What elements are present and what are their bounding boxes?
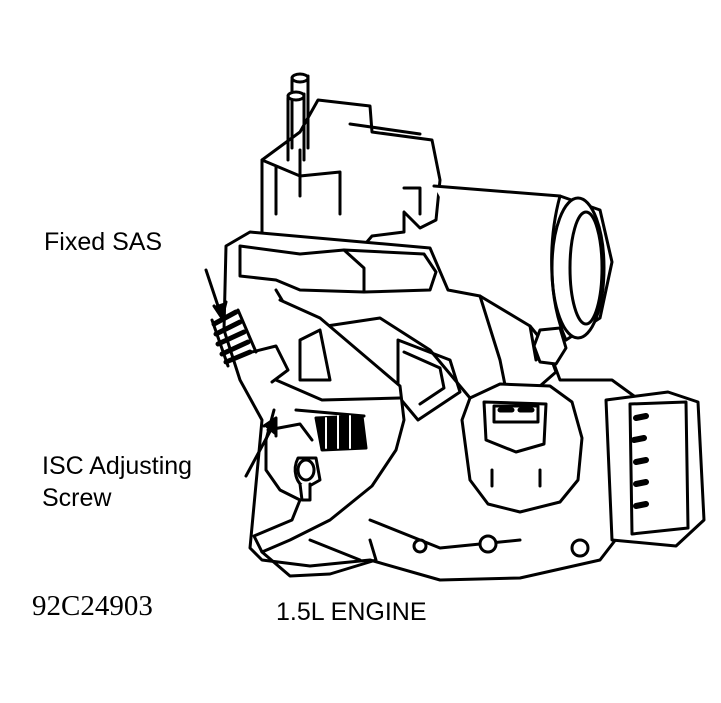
connector-side [604,390,706,548]
vacuum-post-right [286,90,306,162]
bolt-upper-right [532,326,568,366]
fixed-sas-label: Fixed SAS [44,228,163,256]
connector-front [460,382,584,514]
bolt-lower-center [478,534,498,554]
figure-id: 92C24903 [32,590,153,622]
isc-screw-label-line1: ISC Adjusting [42,452,193,480]
isc-screw-label-line2: Screw [42,484,112,512]
isc-adjusting-screw [266,414,368,502]
fixed-sas-spring [210,308,290,384]
engine-caption: 1.5L ENGINE [276,598,427,626]
bolt-lower-left [412,538,428,554]
leader-fixed-sas [204,268,228,320]
throttle-bore [432,184,614,348]
leader-isc-screw [244,416,278,478]
bolt-lower-right [570,538,590,558]
